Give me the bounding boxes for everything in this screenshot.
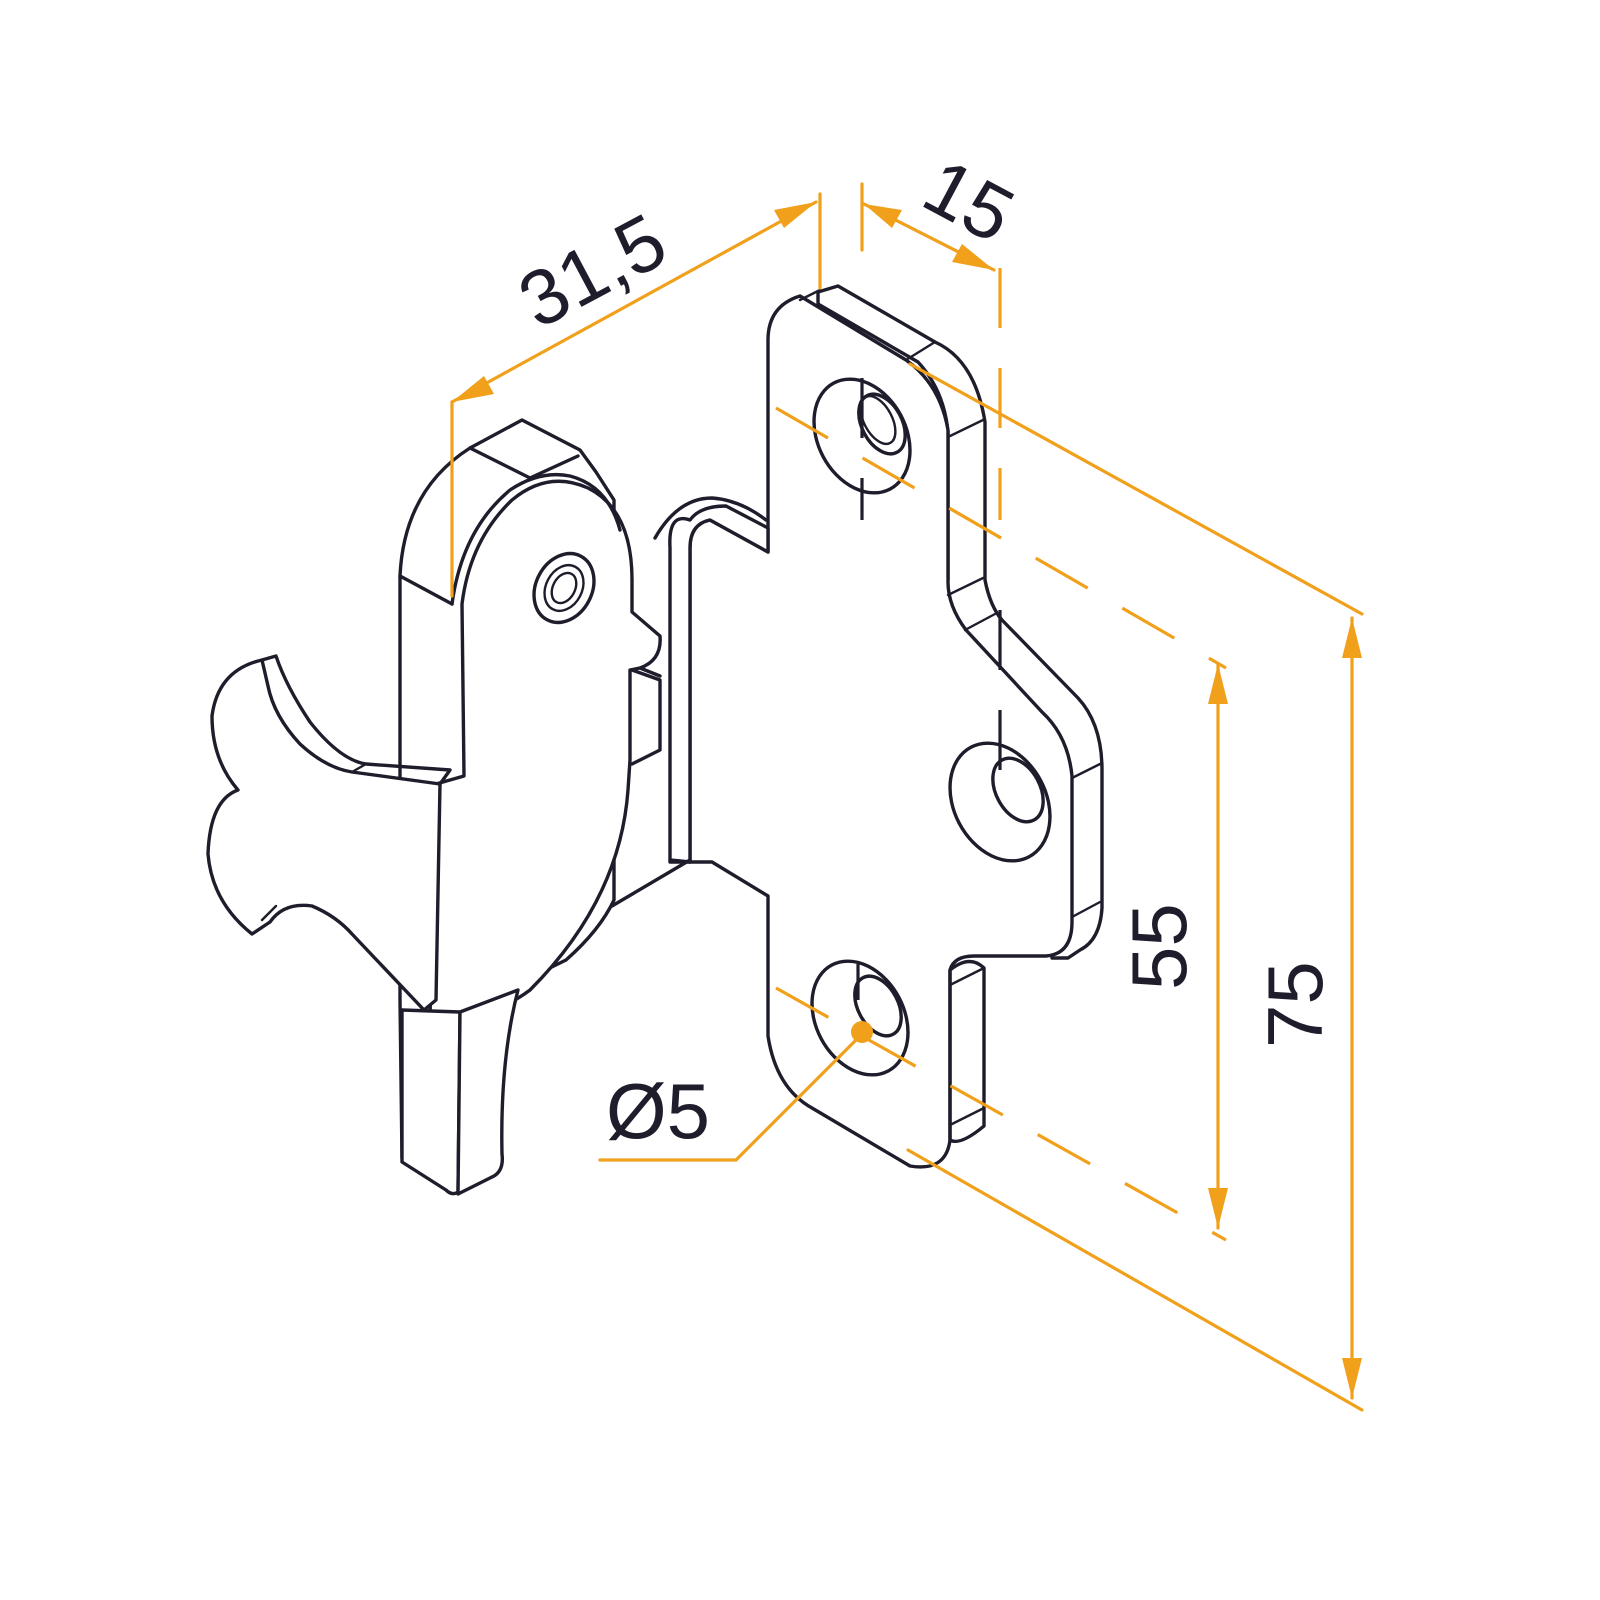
cover-screw: [532, 551, 596, 625]
handle-ridge: [260, 762, 368, 922]
label-hole-diameter: Ø5: [606, 1067, 710, 1155]
latch-notch: [630, 666, 662, 766]
leader-dot: [851, 1021, 873, 1043]
plate-flange-outer: [653, 496, 768, 540]
arrow-spacing-bottom: [1208, 1188, 1228, 1228]
latch-cover: [428, 479, 662, 1020]
latch-bottom-bar-right: [456, 988, 520, 1196]
label-hole-spacing: 55: [1115, 903, 1203, 990]
plate-bottom-chamfer: [798, 288, 1102, 1127]
hole-middle: [948, 741, 1052, 863]
arrow-height-bottom: [1342, 1358, 1362, 1398]
latch-cover-rim: [450, 472, 622, 606]
arrow-height-top: [1342, 618, 1362, 658]
ext-line-height-bottom: [906, 1148, 1364, 1412]
latch-body: [398, 418, 662, 1196]
arrow-depth-right: [774, 202, 816, 228]
arrow-offset-left: [864, 204, 902, 228]
label-depth: 31,5: [505, 196, 680, 345]
ext-line-hole-top: [775, 406, 1227, 670]
plate-flange: [668, 504, 770, 864]
dim-line-depth: [450, 200, 818, 404]
label-offset: 15: [910, 141, 1028, 259]
arrow-offset-right: [952, 244, 994, 270]
handle-knob: [206, 658, 442, 1012]
leader-hole-diameter: [598, 1032, 864, 1162]
arrow-depth-left: [452, 376, 494, 402]
ext-line-height-top: [908, 362, 1364, 616]
arrow-spacing-top: [1208, 664, 1228, 704]
mounting-plate: [610, 284, 1104, 1169]
latch-bottom-bar: [400, 1008, 462, 1196]
latch-handle: [206, 654, 452, 1012]
label-height: 75: [1251, 961, 1339, 1048]
plate-bottom-edge: [948, 959, 986, 1144]
ext-line-hole-bottom: [775, 986, 1227, 1242]
plate-flange-inner: [610, 858, 692, 908]
handle-thickness: [260, 654, 452, 786]
hole-bottom: [810, 959, 910, 1077]
